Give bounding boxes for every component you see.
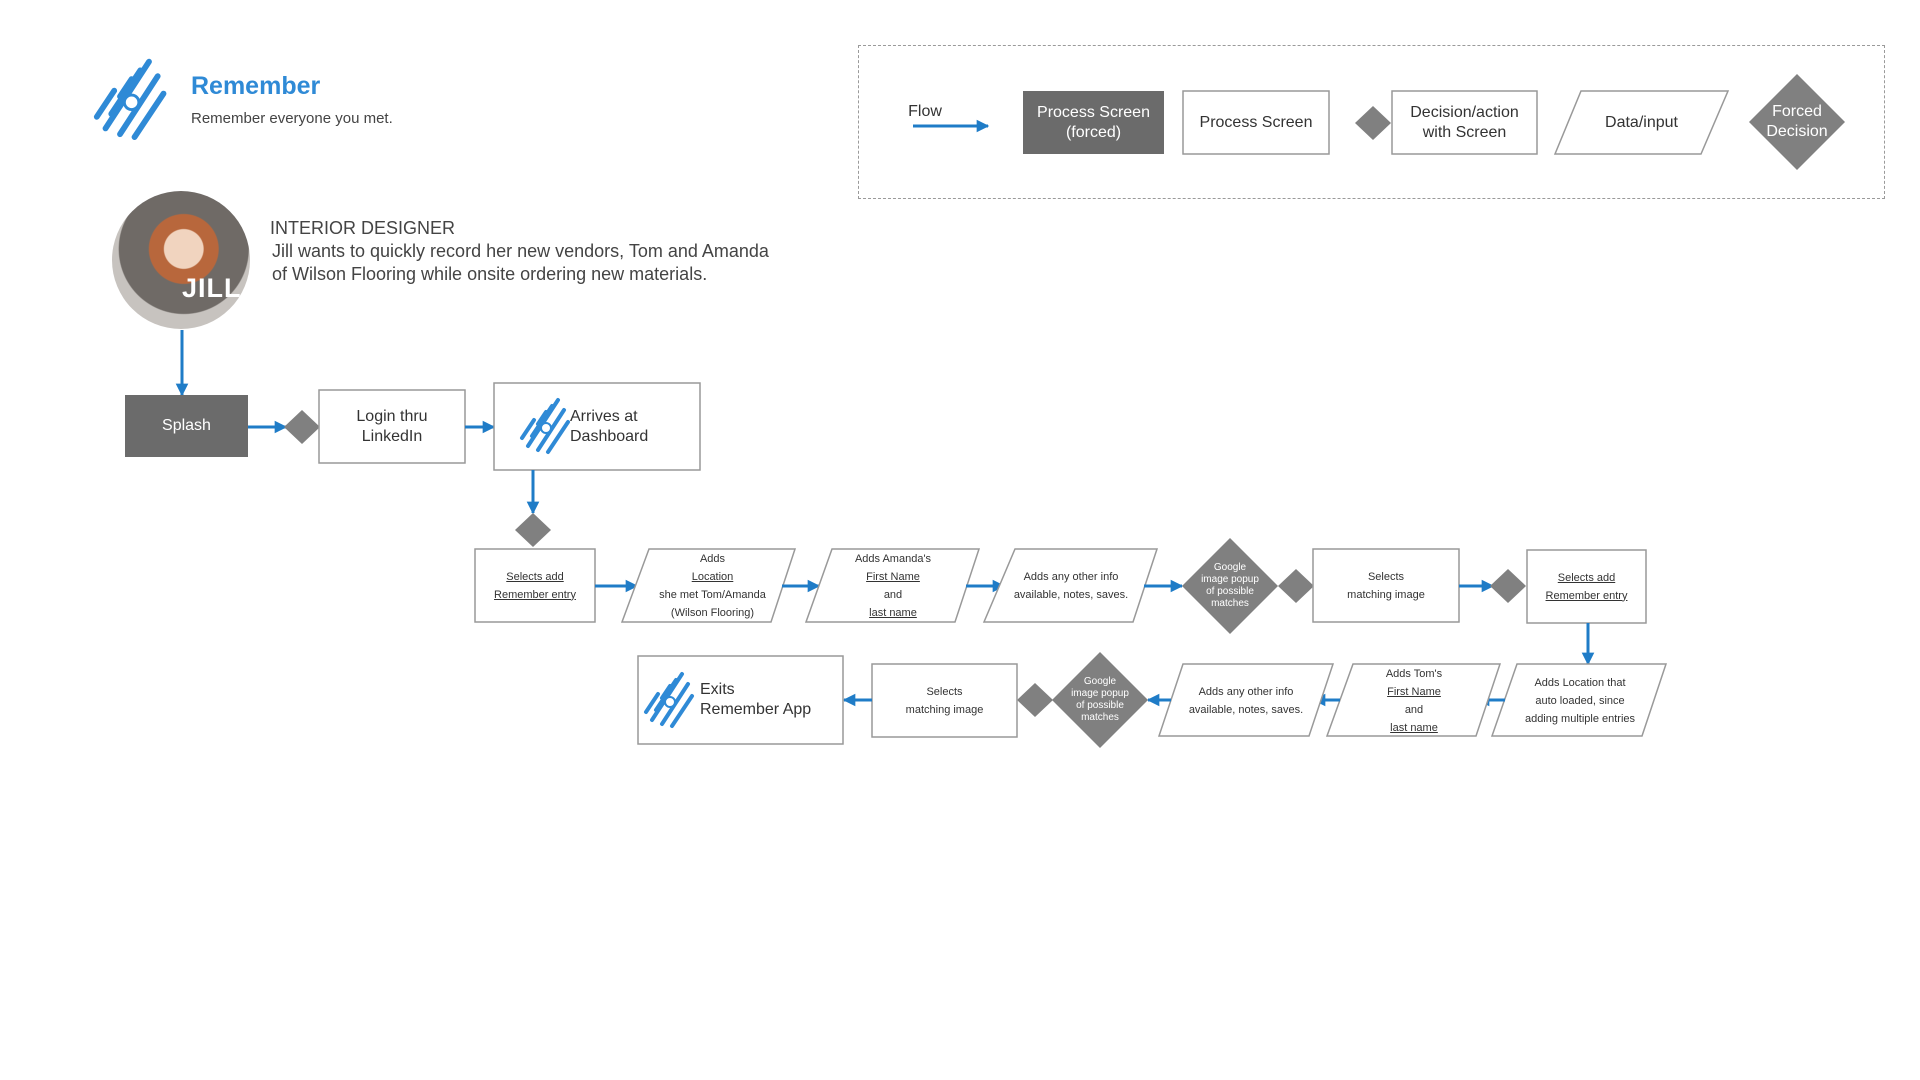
legend-decision-screen xyxy=(1391,90,1538,155)
selects-image-box xyxy=(1312,548,1460,623)
persona-description-line: of Wilson Flooring while onsite ordering… xyxy=(272,264,708,284)
legend-decision-diamond xyxy=(1355,106,1391,140)
select-add-box-2 xyxy=(1526,549,1647,624)
persona-description-line: Jill wants to quickly record her new ven… xyxy=(272,241,769,261)
legend-flow-label: Flow xyxy=(908,103,942,120)
remember-logo-icon xyxy=(97,62,164,137)
persona-avatar: JILL xyxy=(112,191,250,329)
selects-image-box-2 xyxy=(871,663,1018,738)
persona-role: INTERIOR DESIGNER xyxy=(270,218,456,238)
decision-diamond xyxy=(1278,569,1314,603)
legend-forced-decision xyxy=(1749,74,1845,170)
legend-data-input xyxy=(1553,90,1730,155)
select-add-box xyxy=(474,548,596,623)
decision-diamond xyxy=(515,513,551,547)
persona-description: Jill wants to quickly record her new ven… xyxy=(272,240,832,286)
legend-process-label: Process Screen xyxy=(1199,113,1313,131)
google-forced-decision-2 xyxy=(1052,652,1148,748)
location-auto-data-input xyxy=(1490,663,1668,737)
splash-box xyxy=(125,395,248,457)
legend-process-forced xyxy=(1023,91,1164,154)
app-title: Remember xyxy=(191,72,321,100)
location-label: Adds Location she met Tom/Amanda(Wilson … xyxy=(659,552,766,619)
splash-label: Splash xyxy=(162,417,211,434)
location-data-input xyxy=(620,548,797,623)
legend-data-input-label: Data/input xyxy=(1605,113,1678,131)
decision-diamond xyxy=(1017,683,1053,717)
tom-name-data-input xyxy=(1325,663,1502,737)
decision-diamond xyxy=(1490,569,1526,603)
amanda-name-label: Adds Amanda's First Name and last name xyxy=(854,552,932,619)
persona-name: JILL xyxy=(182,273,242,303)
other-info-data-input xyxy=(982,548,1159,623)
amanda-name-data-input xyxy=(804,548,981,623)
legend-box xyxy=(858,45,1885,199)
tom-name-label: Adds Tom's First Name and last name xyxy=(1385,667,1443,734)
legend-process-forced-label: Process Screen(forced) xyxy=(1037,103,1150,141)
decision-diamond xyxy=(284,410,320,444)
other-info-data-input-2 xyxy=(1157,663,1335,737)
legend-process xyxy=(1182,90,1330,155)
google-forced-decision xyxy=(1182,538,1278,634)
app-tagline: Remember everyone you met. xyxy=(191,110,393,127)
